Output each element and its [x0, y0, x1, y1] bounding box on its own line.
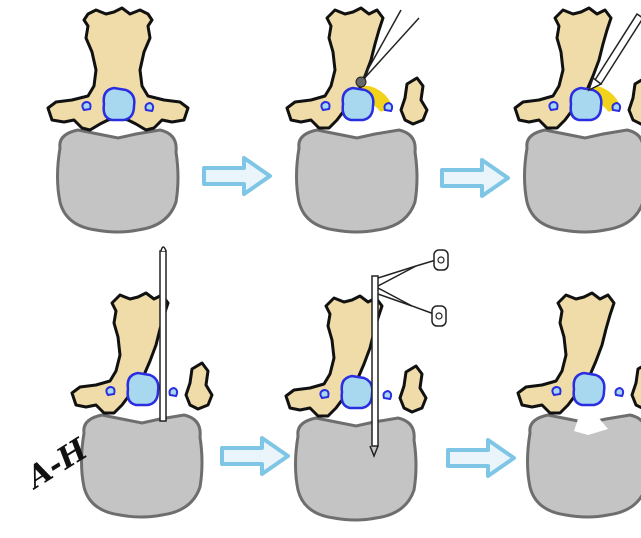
- panel-1-vertebra: [48, 8, 188, 232]
- panel-4-probe: [72, 247, 212, 517]
- vertebral-body: [297, 130, 418, 232]
- panel-2-laminotomy: [287, 8, 427, 232]
- panel-6-result: [518, 293, 641, 517]
- arrow-2-3: [442, 160, 508, 196]
- panel-3-flavum-removal: [515, 8, 641, 232]
- arrow-5-6: [448, 440, 514, 476]
- vertebral-body: [82, 415, 203, 517]
- vertebral-body: [525, 130, 641, 232]
- vertebral-body: [58, 130, 179, 232]
- arrow-4-5: [222, 438, 288, 474]
- arrow-1-2: [204, 158, 270, 194]
- panel-5-forceps: [286, 250, 448, 520]
- probe-icon: [160, 247, 166, 421]
- vertebral-body: [296, 418, 417, 520]
